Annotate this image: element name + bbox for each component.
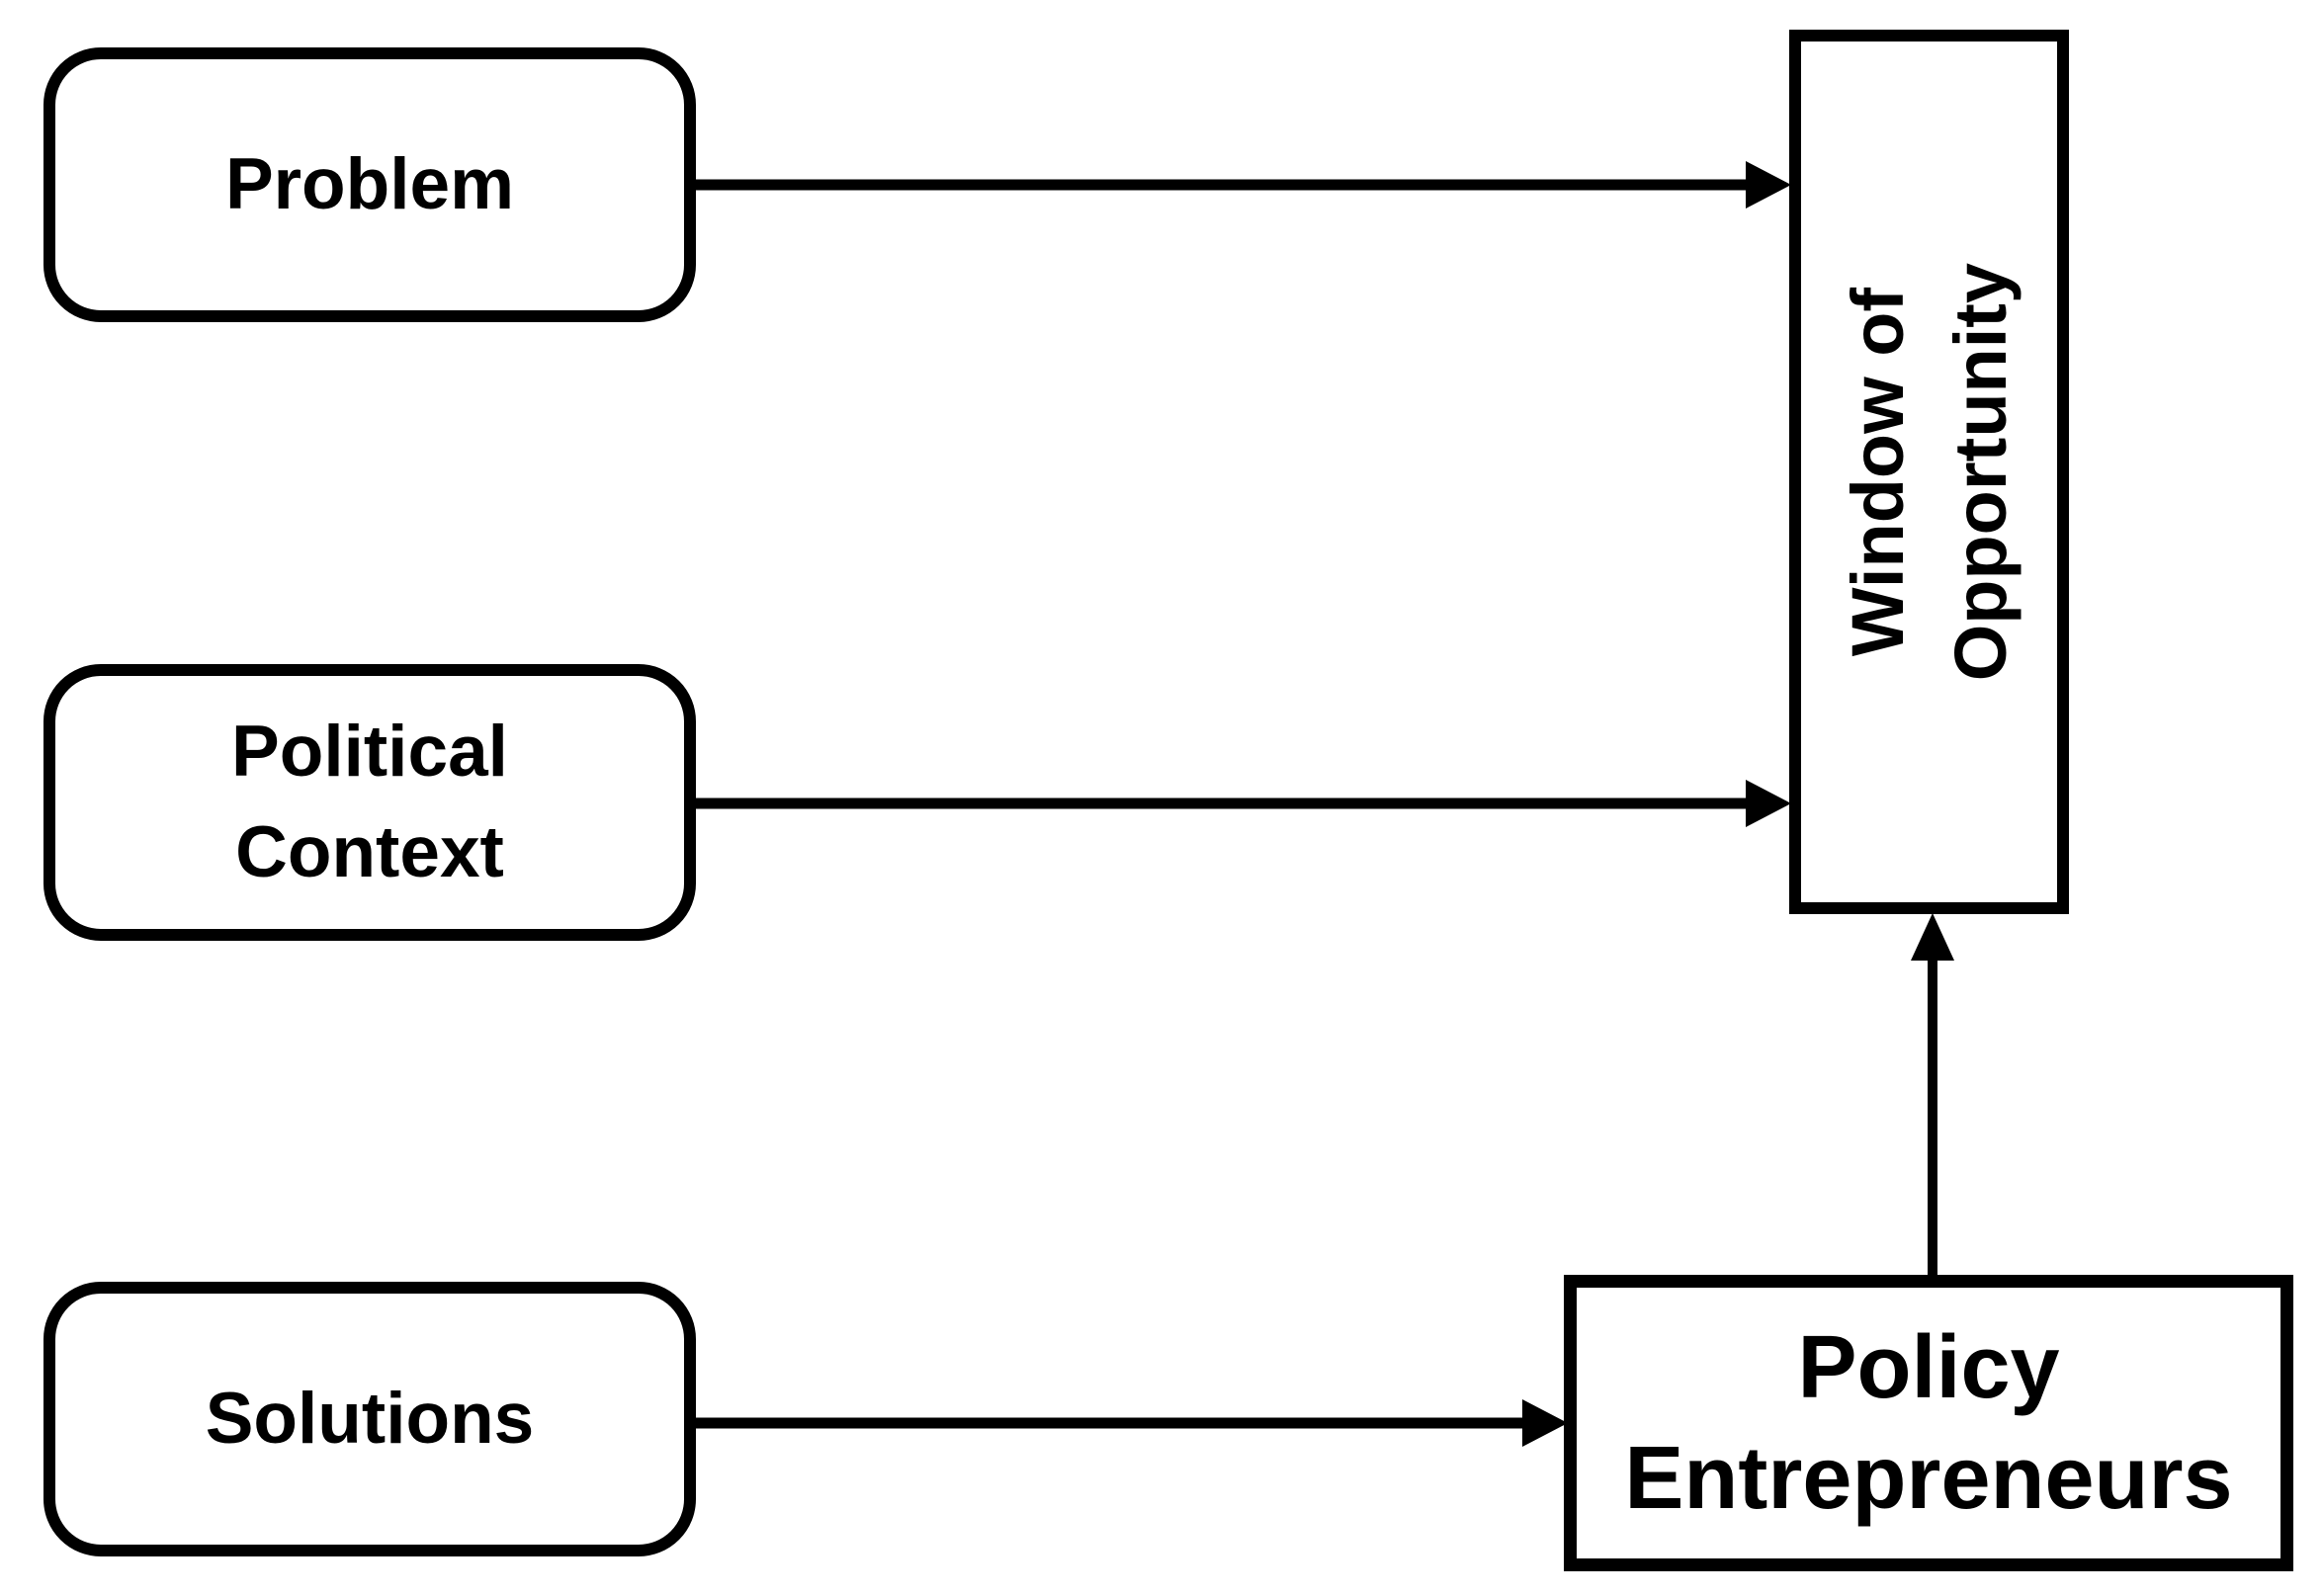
arrow-problem-to-window-of-opportunity (692, 161, 1791, 209)
node-problem-label: Problem (224, 143, 515, 224)
node-policy-entrepreneurs: Policy Entrepreneurs (1564, 1275, 2293, 1571)
arrow-solutions-to-policy-entrepreneurs (692, 1399, 1568, 1447)
node-political-context: Political Context (43, 664, 696, 941)
arrow-policy-entrepreneurs-to-window-of-opportunity (1911, 913, 1954, 1277)
node-policy-entrepreneurs-label: Policy Entrepreneurs (1624, 1317, 2233, 1529)
node-window-of-opportunity: Window of Opportunity (1789, 30, 2069, 914)
node-solutions-label: Solutions (205, 1378, 535, 1459)
node-problem: Problem (43, 47, 696, 322)
node-political-context-label: Political Context (231, 711, 508, 892)
node-solutions: Solutions (43, 1282, 696, 1556)
arrow-political-context-to-window-of-opportunity (692, 780, 1791, 827)
node-window-of-opportunity-label: Window of Opportunity (1836, 262, 2022, 682)
